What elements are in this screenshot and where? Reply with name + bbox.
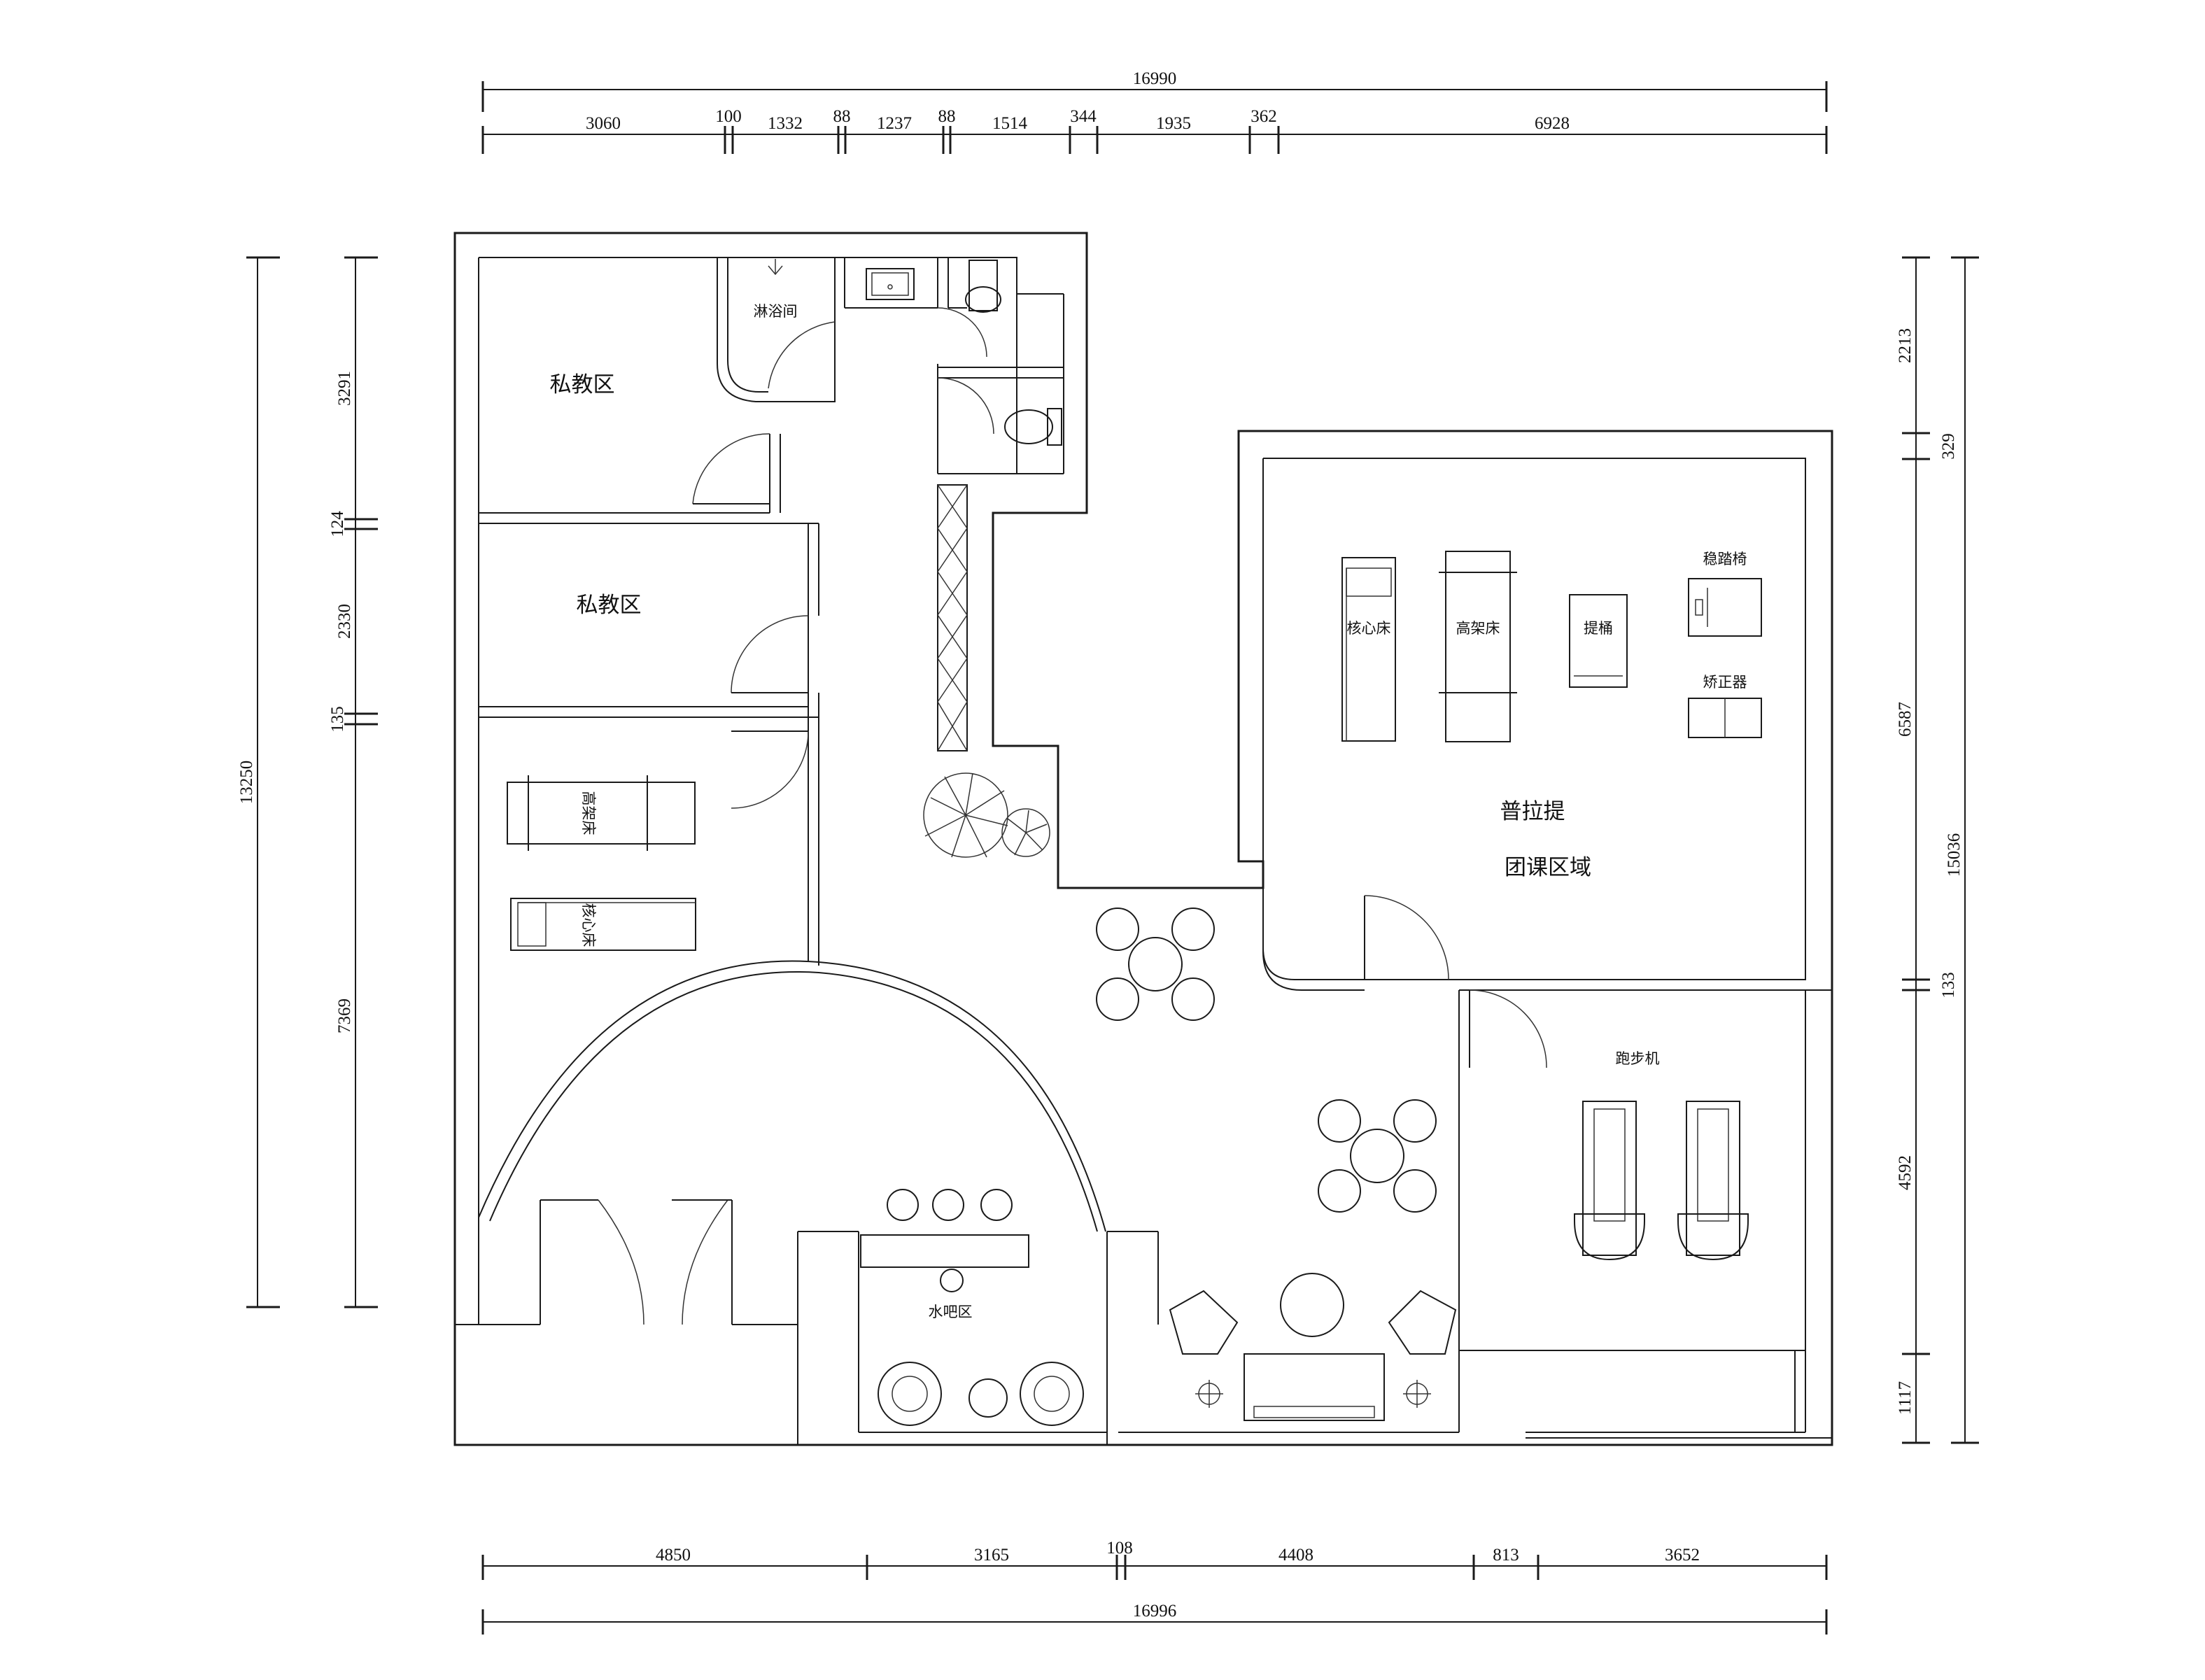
dim-left-total: 13250 <box>237 761 256 805</box>
interior-walls <box>479 257 1832 1439</box>
label-water-bar: 水吧区 <box>929 1304 973 1320</box>
dim-top-6: 88 <box>938 107 956 126</box>
dim-top-2: 100 <box>715 107 742 126</box>
shower-head-icon <box>768 259 783 276</box>
dim-left-5: 7369 <box>335 998 354 1033</box>
plant-icon <box>923 772 1050 858</box>
curved-wall <box>478 960 1106 1232</box>
right-dimensions: 2213 329 6587 133 4592 1117 15036 <box>1896 256 1979 1444</box>
dim-top-11: 6928 <box>1535 114 1570 133</box>
water-bar-seating <box>878 1362 1084 1426</box>
label-treadmill-zone: 跑步机 <box>1616 1050 1660 1067</box>
dim-right-1: 2213 <box>1896 328 1915 363</box>
round-table-2 <box>1318 1099 1437 1213</box>
label-high-frame-bed: 高架床 <box>1456 620 1500 637</box>
label-private-room-1: 私教区 <box>550 372 615 397</box>
dim-top-1: 3060 <box>586 114 621 133</box>
dim-top-9: 1935 <box>1156 114 1191 133</box>
dim-bottom-3: 108 <box>1106 1539 1133 1558</box>
core-bed: 核心床 <box>1341 557 1396 742</box>
treadmill-1 <box>1574 1101 1645 1261</box>
dim-right-2: 329 <box>1939 433 1958 460</box>
dim-top-3: 1332 <box>768 114 803 133</box>
label-stability-chair: 稳踏椅 <box>1703 551 1747 567</box>
dim-left-1: 3291 <box>335 371 354 406</box>
dim-top-5: 1237 <box>877 114 912 133</box>
dim-right-total: 15036 <box>1945 833 1964 877</box>
label-corrector: 矫正器 <box>1703 674 1747 691</box>
label-left-core-bed: 核心床 <box>580 903 597 947</box>
dim-top-ticks <box>481 126 1828 154</box>
label-pilates: 普拉提 <box>1500 799 1565 824</box>
dim-top-4: 88 <box>833 107 851 126</box>
corrector: 矫正器 <box>1688 674 1762 738</box>
label-barrel: 提桶 <box>1584 620 1613 637</box>
label-left-high-frame-bed: 高架床 <box>580 791 597 835</box>
dim-right-3: 6587 <box>1896 702 1915 737</box>
front-desk <box>860 1189 1029 1292</box>
sink-icon <box>866 268 915 300</box>
dim-top-10: 362 <box>1251 107 1277 126</box>
round-table-1 <box>1096 908 1215 1021</box>
dim-top-7: 1514 <box>992 114 1028 133</box>
high-frame-bed: 高架床 <box>1439 551 1517 742</box>
dim-bottom-6: 3652 <box>1665 1546 1700 1565</box>
dim-bottom-2: 3165 <box>974 1546 1009 1565</box>
left-core-bed: 核心床 <box>510 898 696 951</box>
dim-bottom-4: 4408 <box>1278 1546 1313 1565</box>
dim-top-total: 16990 <box>1133 69 1177 88</box>
dim-bottom-total: 16996 <box>1133 1602 1177 1621</box>
label-shower: 淋浴间 <box>754 303 798 320</box>
toilet-icon <box>965 260 1001 313</box>
dim-right-5: 4592 <box>1896 1155 1915 1190</box>
dim-left-4: 135 <box>328 706 347 733</box>
treadmill-2 <box>1677 1101 1749 1261</box>
dim-bottom-5: 813 <box>1493 1546 1519 1565</box>
left-high-frame-bed: 高架床 <box>507 775 696 851</box>
dim-left-2: 124 <box>328 511 347 537</box>
dim-top-8: 344 <box>1070 107 1097 126</box>
glass-partition <box>937 484 968 751</box>
dim-bottom-1: 4850 <box>656 1546 691 1565</box>
doors <box>540 307 1547 1325</box>
left-dimensions: 13250 3291 124 2330 135 7369 <box>237 256 378 1308</box>
label-private-room-2: 私教区 <box>577 593 642 618</box>
dim-left-3: 2330 <box>335 604 354 639</box>
lounge <box>1169 1273 1457 1421</box>
dim-right-4: 133 <box>1939 972 1958 998</box>
toilet-icon-2 <box>1004 408 1062 446</box>
label-group-class: 团课区域 <box>1505 855 1591 880</box>
dim-right-6: 1117 <box>1896 1381 1915 1415</box>
top-dimensions: 16990 3060 100 1332 88 1237 88 1514 344 … <box>481 69 1828 154</box>
barrel: 提桶 <box>1569 594 1628 688</box>
bottom-dimensions: 4850 3165 108 4408 813 3652 16996 <box>481 1539 1828 1635</box>
stability-chair: 稳踏椅 <box>1688 551 1762 637</box>
label-core-bed: 核心床 <box>1347 620 1391 637</box>
